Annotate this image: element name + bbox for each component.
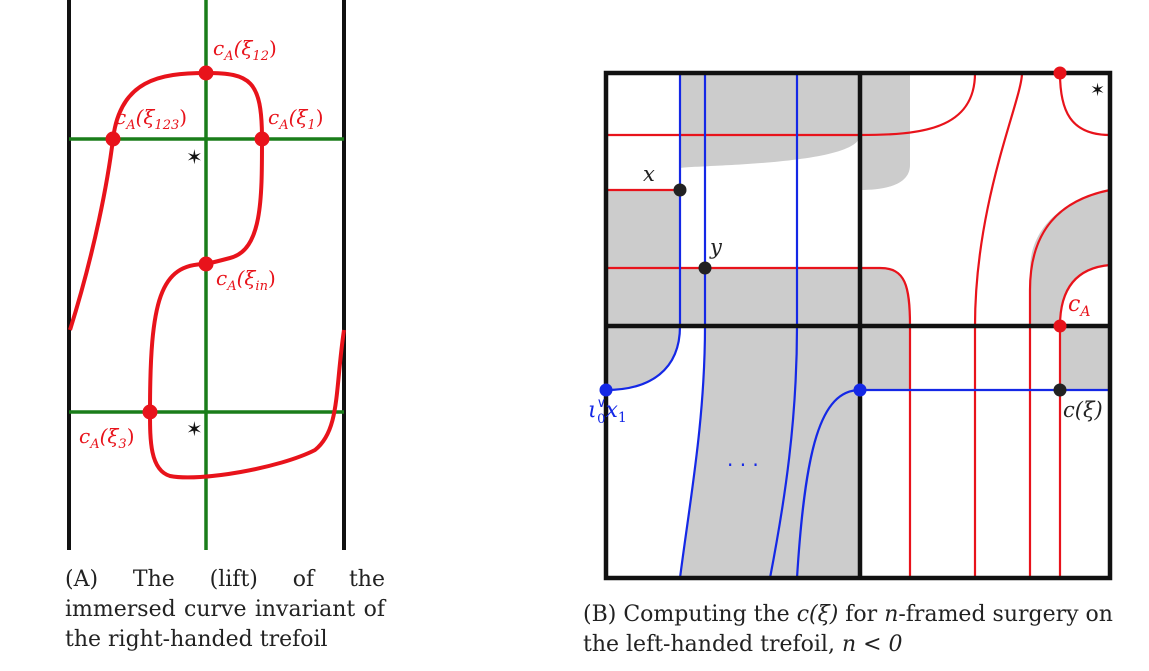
label-xi1: cA(ξ1) <box>268 105 324 133</box>
caption-b-math3: n < 0 <box>841 632 903 657</box>
label-dots: · · · <box>727 453 759 477</box>
label-xi123: cA(ξ123) <box>115 105 187 133</box>
label-iota: ι∨0x1 <box>588 396 627 427</box>
point-xiin <box>198 256 214 272</box>
label-y: y <box>709 235 723 259</box>
basepoint-star-bottom: ✶ <box>186 417 203 441</box>
caption-b-math1: c(ξ) <box>796 602 839 627</box>
caption-a-tag: (A) <box>65 567 99 592</box>
caption-b-tag: (B) <box>583 602 617 627</box>
point-blue-center <box>853 383 867 397</box>
point-xi1 <box>254 131 270 147</box>
point-y <box>698 261 712 275</box>
label-xi3: cA(ξ3) <box>79 424 135 452</box>
label-xi12: cA(ξ12) <box>213 36 277 64</box>
label-c-xi: c(ξ) <box>1063 398 1103 422</box>
caption-b-math2: n <box>884 602 899 627</box>
caption-a-text: The (lift) of the immersed curve invaria… <box>65 567 385 652</box>
point-iota <box>599 383 613 397</box>
grid-lines <box>603 70 1113 581</box>
point-x <box>673 183 687 197</box>
panel-b: ✶ x y cA c(ξ) ι∨0x1 · · · <box>588 66 1113 581</box>
label-cA: cA <box>1068 292 1090 320</box>
caption-b-pre: Computing the <box>623 602 797 627</box>
basepoint-star-top: ✶ <box>186 145 203 169</box>
label-xiin: cA(ξin) <box>216 266 276 294</box>
point-xi123 <box>105 131 121 147</box>
point-xi12 <box>198 65 214 81</box>
caption-b-mid1: for <box>838 602 885 627</box>
caption-b: (B) Computing the c(ξ) for n-framed surg… <box>583 600 1148 660</box>
point-cA <box>1053 319 1067 333</box>
caption-a: (A) The (lift) of the immersed curve inv… <box>65 565 385 655</box>
blue-curves <box>605 73 1110 579</box>
panel-a: ✶ ✶ cA(ξ12) cA(ξ123) cA(ξ1) cA(ξin) cA(ξ… <box>67 0 346 550</box>
point-xi3 <box>142 404 158 420</box>
basepoint-star: ✶ <box>1090 80 1105 101</box>
caption-b-mid2: -framed surgery on the left-handed trefo… <box>583 602 1113 657</box>
point-corner-red <box>1053 66 1067 80</box>
point-c-xi <box>1053 383 1067 397</box>
label-x: x <box>643 162 655 186</box>
